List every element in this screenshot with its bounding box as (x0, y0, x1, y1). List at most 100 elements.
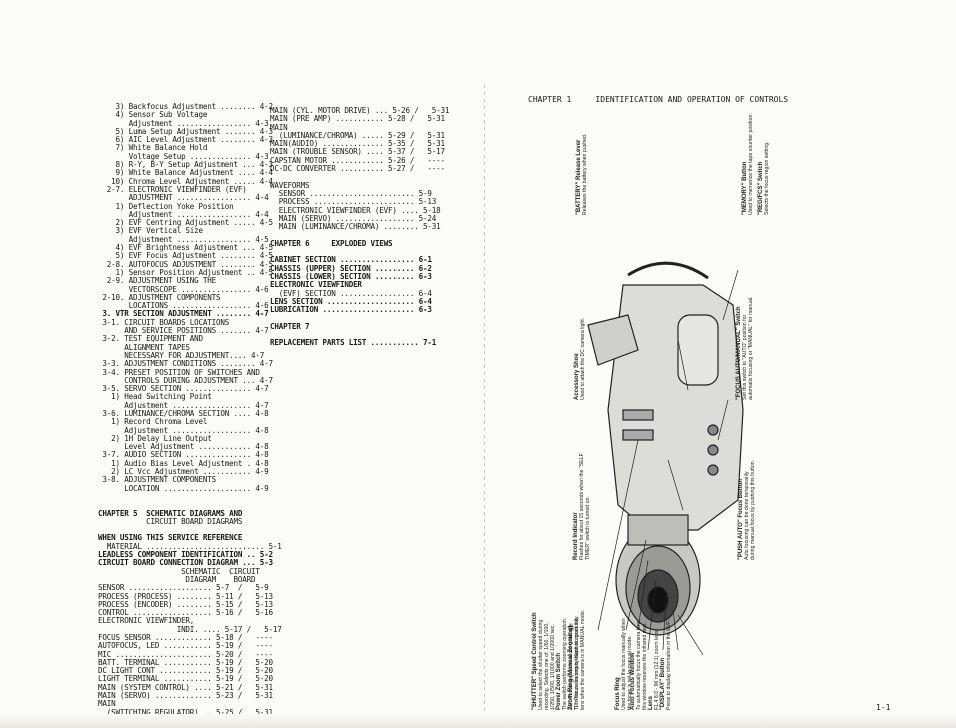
toc-line: 8) R-Y, B-Y Setup Adjustment ... 4-3 (98, 160, 273, 170)
toc-line: Adjustment .................. 4-8 (98, 425, 269, 435)
toc-line: CONTROLS DURING ADJUSTMENT ... 4-7 (98, 375, 273, 385)
toc-line: Adjustment ................. 4-3 (98, 118, 269, 128)
toc-line: 3-5. SERVO SECTION ............... 4-7 (98, 384, 269, 394)
toc-line: LOCATIONS .................. 4-6 (98, 301, 269, 311)
toc-line: 1) Head Switching Point (98, 392, 212, 402)
toc-line: BATT. TERMINAL ........... 5-19 / 5-20 (98, 657, 273, 667)
page-fold (484, 85, 485, 725)
toc-line: PROCESS ....................... 5-13 (270, 197, 437, 207)
toc-line: CONTROL .................. 5-16 / 5-16 (98, 608, 273, 618)
toc-line: 1) Sensor Position Adjustment .. 4-5 (98, 267, 273, 277)
callout-text: Releases the battery when pushed. (582, 133, 588, 215)
callout-text: Press to display information in the EVF. (666, 619, 672, 710)
toc-line: 3-8. ADJUSTMENT COMPONENTS (98, 475, 217, 485)
scan-bottom-edge (0, 714, 956, 728)
toc-line: 6) AIC Level Adjustment ........ 4-3 (98, 135, 273, 145)
toc-line: DC-DC CONVERTER .......... 5-27 / ---- (270, 164, 445, 174)
toc-line: CHAPTER 5 SCHEMATIC DIAGRAMS AND (98, 508, 243, 518)
toc-line: 3-6. LUMINANCE/CHROMA SECTION .... 4-8 (98, 408, 269, 418)
toc-line: (EVF) SECTION ................. 6-4 (270, 288, 432, 298)
toc-line: MAIN (CYL. MOTOR DRIVE) ... 5-26 / 5-31 (270, 106, 450, 115)
toc-line: 3-2. TEST EQUIPMENT AND (98, 334, 203, 344)
toc-line: WHEN USING THIS SERVICE REFERENCE (98, 533, 243, 543)
callout-text: Used to attach the DC camera light. (580, 317, 586, 400)
toc-line: ELECTRONIC VIEWFINDER, (98, 616, 195, 626)
toc-line: 3-1. CIRCUIT BOARDS LOCATIONS (98, 317, 230, 327)
toc-line: CIRCUIT BOARD CONNECTION DIAGRAM ... 5-3 (98, 558, 273, 568)
toc-line: PROCESS (PROCESS) ........ 5-11 / 5-13 (98, 591, 273, 601)
toc-line: 3) Backfocus Adjustment ........ 4-2 (98, 102, 273, 111)
toc-line: NECESSARY FOR ADJUSTMENT.... 4-7 (98, 350, 265, 360)
toc-line: VECTORSCOPE ................ 4-6 (98, 284, 269, 294)
toc-line: REPLACEMENT PARTS LIST ........... 7-1 (270, 338, 437, 348)
toc-line: 2-7. ELECTRONIC VIEWFINDER (EVF) (98, 184, 247, 194)
toc-line: ALIGNMENT TAPES (98, 342, 190, 352)
toc-line: LIGHT TERMINAL ........... 5-19 / 5-20 (98, 674, 273, 684)
toc-line: 2) 1H Delay Line Output (98, 433, 212, 443)
toc-line: MAIN (SYSTEM CONTROL) .... 5-21 / 5-31 (98, 682, 273, 692)
toc-line: 2-9. ADJUSTMENT USING THE (98, 276, 217, 286)
toc-line: 2) LC Vcc Adjustment ........... 4-9 (98, 467, 269, 477)
toc-line: MATERIAL ........................... 5-1 (98, 541, 282, 551)
toc-line: MAIN(AUDIO) .............. 5-35 / 5-31 (270, 139, 445, 149)
toc-line: 1) Deflection Yoke Position (98, 201, 234, 211)
toc-line: CHASSIS (UPPER) SECTION ......... 6-2 (270, 263, 432, 273)
toc-line: 3. VTR SECTION ADJUSTMENT ........ 4-7 (98, 309, 269, 319)
callout-text: Used to memorize the tape counter positi… (748, 113, 754, 215)
toc-line: 2) EVF Centring Adjustment ..... 4-5 (98, 218, 273, 228)
toc-line: Adjustment ................. 4-5 (98, 234, 269, 244)
toc-line: AND SERVICE POSITIONS ....... 4-7 (98, 326, 269, 336)
toc-line: (LUMINANCE/CHROMA) ..... 5-29 / 5-31 (270, 130, 445, 140)
toc-line: INDI. .... 5-17 / 5-17 (98, 624, 282, 634)
toc-line: AUTOFOCUS, LED ........... 5-19 / ---- (98, 641, 273, 651)
toc-line: WAVEFORMS (270, 180, 310, 190)
toc-line: MAIN (270, 122, 288, 132)
camcorder-illustration (587, 261, 744, 656)
toc-line: ELECTRONIC VIEWFINDER (EVF) .... 5-18 (270, 205, 441, 215)
toc-line: MAIN (SERVO) .................. 5-24 (270, 213, 437, 223)
toc-line: MAIN (SERVO) ............. 5-23 / 5-31 (98, 691, 273, 701)
toc-line: MAIN (TROUBLE SENSOR) .... 5-37 / 5-17 (270, 147, 445, 157)
callout-text: Set this switch to "AUTO" position for a… (742, 296, 754, 400)
toc-line: 5) EVF Focus Adjustment ........ 4-5 (98, 251, 273, 261)
toc-line: FOCUS SENSOR ............. 5-18 / ---- (98, 633, 273, 642)
toc-line: PROCESS (ENCODER) ........ 5-15 / 5-13 (98, 599, 273, 609)
toc-line: CHAPTER 6 EXPLODED VIEWS (270, 238, 393, 248)
toc-line: 4) Sensor Sub Voltage (98, 110, 208, 120)
toc-line: 1) Record Chroma Level (98, 417, 208, 427)
toc-line: LEADLESS COMPONENT IDENTIFICATION .. 5-2 (98, 550, 273, 560)
callout-text: Flashes for about 15 seconds when the "S… (579, 453, 591, 560)
toc-line: CIRCUIT BOARD DIAGRAMS (98, 516, 243, 526)
callout-label: Zoom Ring (Manual Zooming)Turn the zoom … (568, 610, 586, 710)
toc-line: 10) Chroma Level Adjustment ..... 4-4 (98, 176, 273, 186)
toc-line: MIC ...................... 5-20 / ---- (98, 649, 273, 659)
toc-line: ADJUSTMENT ................. 4-4 (98, 193, 269, 203)
toc-line: SCHEMATIC CIRCUIT (98, 566, 260, 576)
callout-text: Selects the focus region setting. (764, 141, 770, 215)
callout-text: Turn the zoom ring by hand to zoom the l… (574, 609, 586, 710)
toc-line: MAIN (LUMINANCE/CHROMA) ........ 5-31 (270, 222, 441, 232)
toc-line: Adjustment ................. 4-4 (98, 209, 269, 219)
toc-line: Voltage Setup .............. 4-3 (98, 151, 269, 161)
toc-line: SENSOR ........................ 5-9 (270, 188, 432, 198)
toc-line: 2-8. AUTOFOCUS ADJUSTMENT ........ 4-5 (98, 259, 273, 269)
toc-line: CHASSIS (LOWER) SECTION ......... 6-3 (270, 271, 432, 281)
toc-line (98, 493, 282, 501)
toc-line: CHAPTER 7 (270, 321, 310, 331)
toc-line: 4) EVF Brightness Adjustment ... 4-5 (98, 243, 273, 253)
toc-line: 3-4. PRESET POSITION OF SWITCHES AND (98, 367, 260, 377)
toc-line: LENS SECTION .................... 6-4 (270, 296, 432, 306)
toc-line: CABINET SECTION ................. 6-1 (270, 255, 432, 265)
